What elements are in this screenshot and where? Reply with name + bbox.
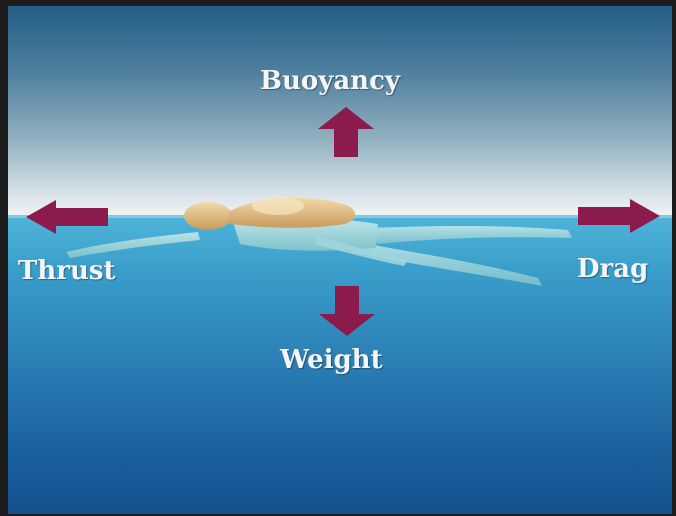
weight-label: Weight (280, 347, 383, 373)
swimmer-figure (48, 186, 608, 296)
swimming-forces-diagram: Buoyancy Thrust Drag Weight (8, 6, 672, 514)
buoyancy-label: Buoyancy (260, 68, 400, 94)
arrow-up-icon (318, 107, 374, 157)
